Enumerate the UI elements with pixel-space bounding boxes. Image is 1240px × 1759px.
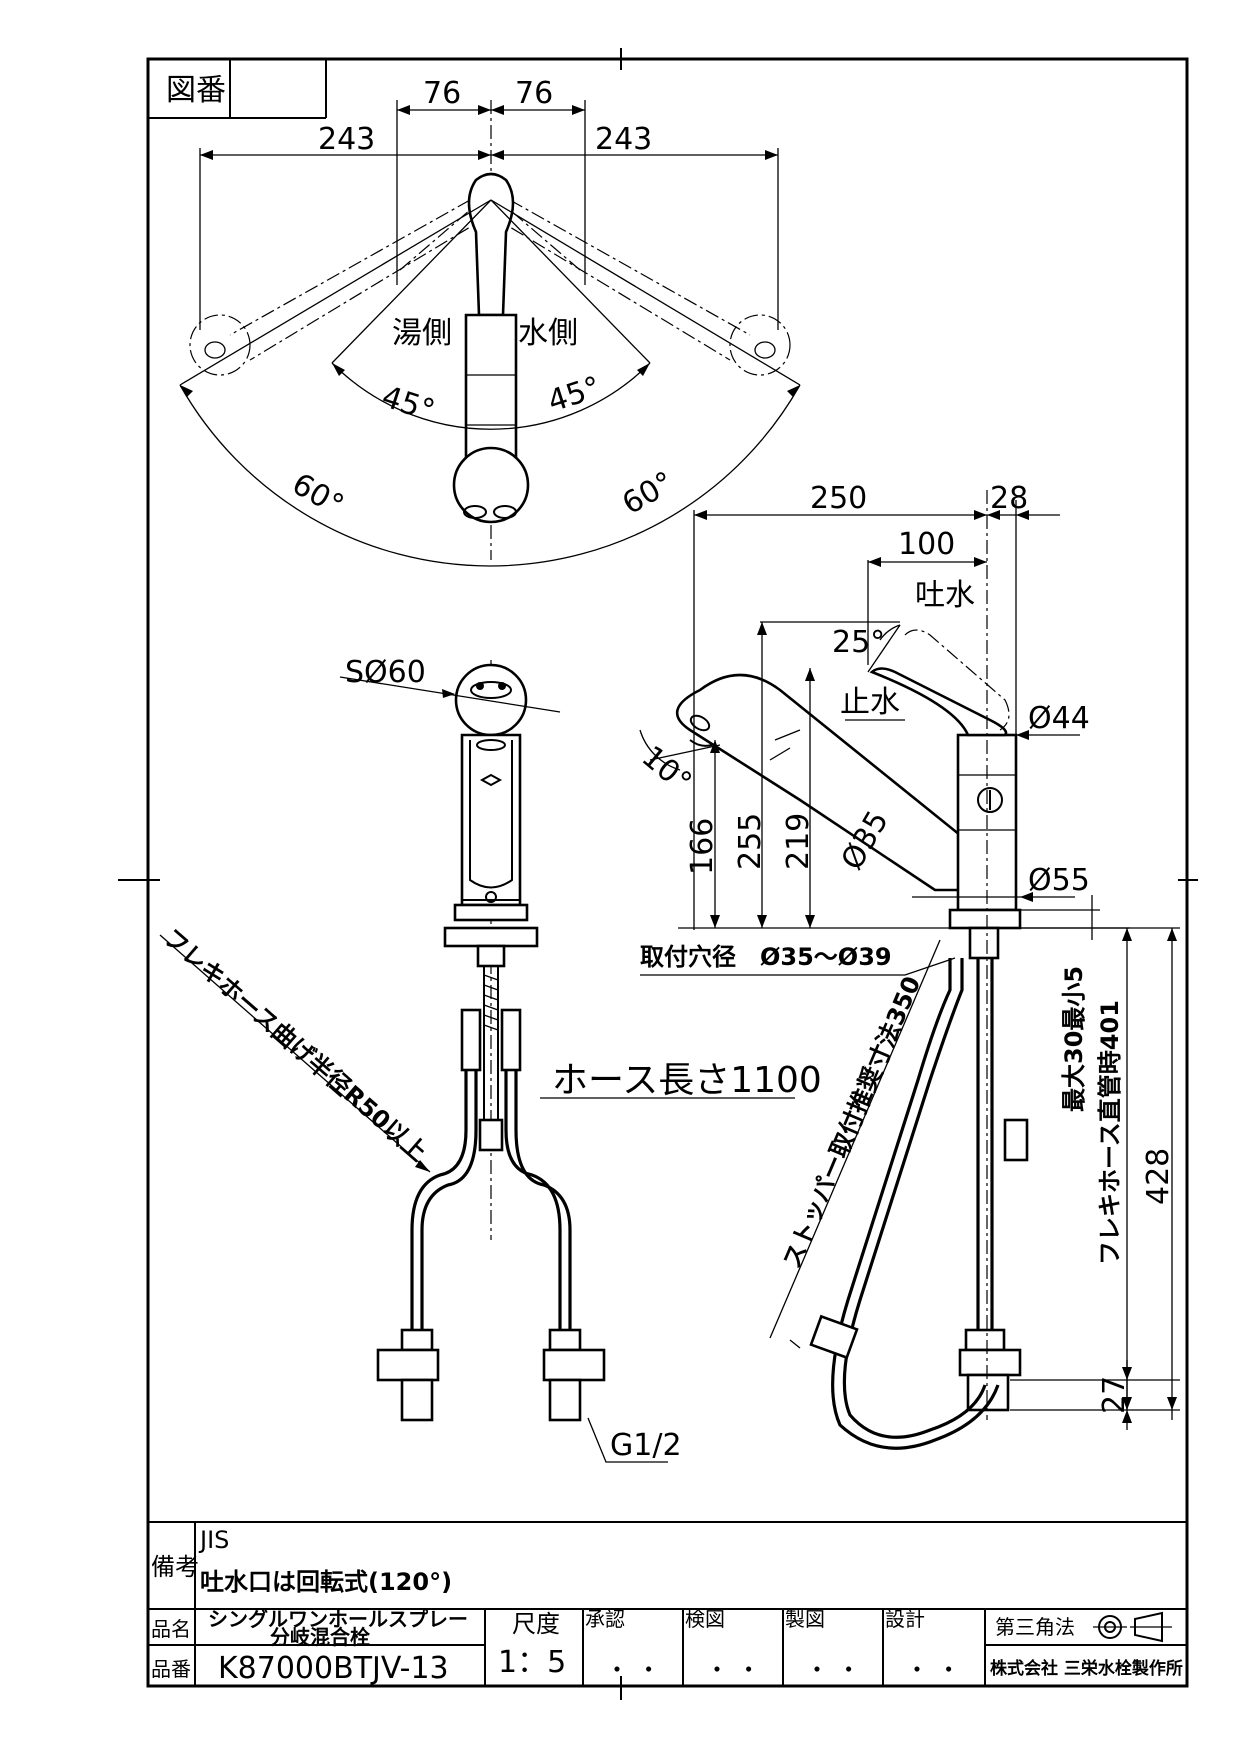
top-view: 76 76 243 243 <box>179 76 801 567</box>
hose-bend-radius-note: フレキホース曲げ半径R50以上 <box>158 923 432 1166</box>
dim-28: 28 <box>990 481 1028 516</box>
side-view: 250 28 100 吐水 25° 止水 10° Ø44 Ø55 166 <box>635 481 1180 1450</box>
dim-76-right: 76 <box>515 76 553 111</box>
dim-166: 166 <box>685 818 720 875</box>
dia-44: Ø44 <box>1028 701 1090 736</box>
title-block: 備考 JIS 吐水口は回転式(120°) 品名 シングルワンホールスプレー 分岐… <box>148 1521 1187 1686</box>
dim-243-right: 243 <box>595 122 652 157</box>
dim-100: 100 <box>898 527 955 562</box>
mount-hole-label: 取付穴径 Ø35～Ø39 <box>640 943 892 971</box>
angle-60-right: 60° <box>617 465 681 522</box>
angle-60-left: 60° <box>286 467 350 524</box>
max-min-thickness: 最大30最小5 <box>1060 966 1088 1112</box>
remarks-line-1: JIS <box>198 1526 229 1554</box>
company-name: 株式会社 三栄水栓製作所 <box>990 1658 1183 1679</box>
dim-428: 428 <box>1141 1148 1176 1205</box>
dia-55: Ø55 <box>1028 863 1090 898</box>
hose-length-label: ホース長さ1100 <box>552 1060 822 1101</box>
dim-219: 219 <box>781 813 816 870</box>
angle-10: 10° <box>635 739 698 800</box>
design-label: 設計 <box>885 1607 925 1631</box>
drafting-dots: ・ ・ <box>805 1656 861 1684</box>
scale-label: 尺度 <box>512 1610 560 1638</box>
dim-27: 27 <box>1097 1376 1132 1414</box>
dim-76-left: 76 <box>423 76 461 111</box>
product-name-line-1: シングルワンホールスプレー <box>208 1607 468 1631</box>
dim-255: 255 <box>733 813 768 870</box>
product-name-label: 品名 <box>151 1617 191 1641</box>
spout-label: 吐水 <box>915 578 975 613</box>
product-name-line-2: 分岐混合栓 <box>270 1625 370 1649</box>
flex-hose-straight-label: フレキホース直管時401 <box>1096 1000 1124 1265</box>
third-angle-projection-icon <box>1093 1611 1172 1643</box>
remarks-line-2: 吐水口は回転式(120°) <box>200 1568 452 1596</box>
center-marks <box>118 48 1198 1700</box>
drawing-number-box: 図番 <box>148 59 327 119</box>
thread-size-label: G1/2 <box>610 1428 682 1463</box>
remarks-label: 備考 <box>151 1553 199 1581</box>
design-dots: ・ ・ <box>905 1656 961 1684</box>
angle-45-right: 45° <box>544 370 605 420</box>
approval-dots: ・ ・ <box>605 1656 661 1684</box>
dim-243-left: 243 <box>318 122 375 157</box>
sphere-diameter: SØ60 <box>345 655 426 690</box>
hot-side-label: 湯側 <box>392 316 452 351</box>
dim-250: 250 <box>810 481 867 516</box>
projection-label: 第三角法 <box>995 1615 1075 1639</box>
angle-25: 25° <box>832 625 885 660</box>
product-number-label: 品番 <box>151 1657 191 1681</box>
approval-label: 承認 <box>585 1607 625 1631</box>
product-number-value: K87000BTJV-13 <box>218 1651 449 1686</box>
cold-side-label: 水側 <box>518 316 578 351</box>
sheet-border <box>146 57 1189 1688</box>
stop-label: 止水 <box>840 685 900 720</box>
scale-value: 1：5 <box>498 1645 566 1680</box>
check-dots: ・ ・ <box>705 1656 761 1684</box>
angle-45-left: 45° <box>378 379 439 429</box>
drawing-number-label: 図番 <box>166 73 226 108</box>
front-view: SØ60 フレキホース曲げ半径R50以上 ホ <box>158 655 822 1463</box>
check-label: 検図 <box>685 1607 725 1631</box>
drafting-label: 製図 <box>785 1607 825 1631</box>
